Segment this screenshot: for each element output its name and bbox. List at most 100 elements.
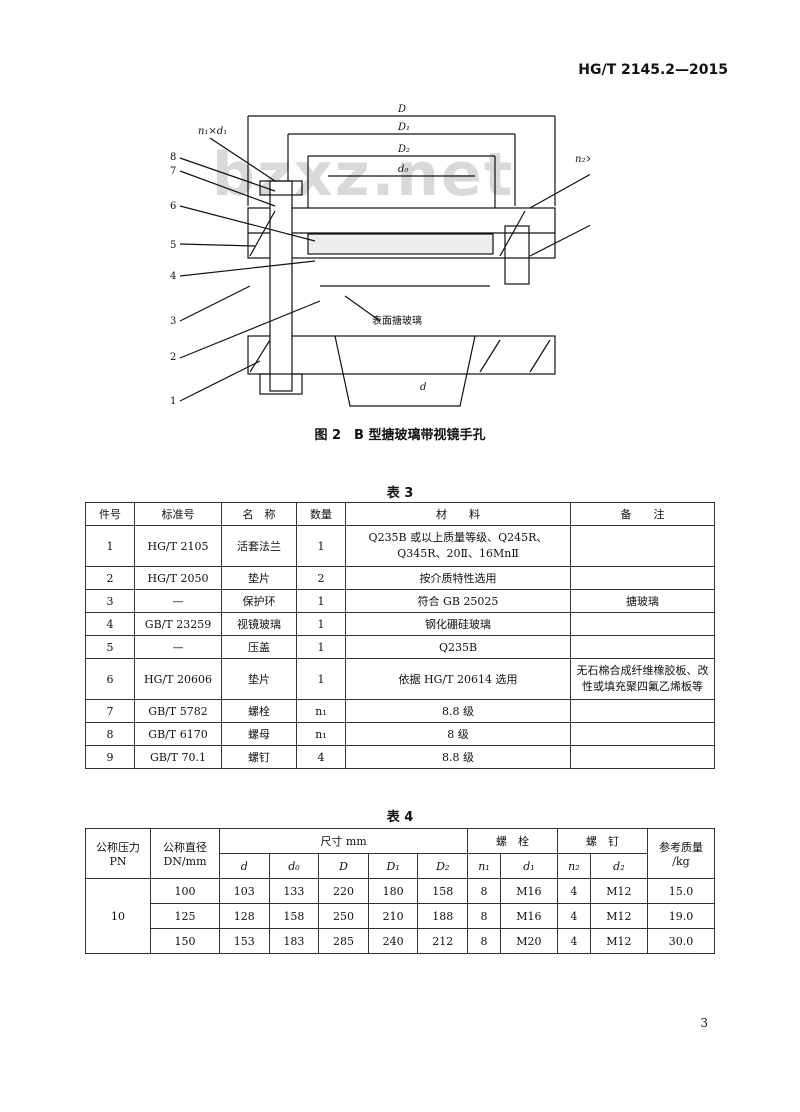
- cell: 4: [296, 745, 346, 769]
- th-material: 材 料: [345, 502, 571, 526]
- cell: 1: [85, 525, 135, 567]
- cell: 4: [557, 878, 591, 904]
- cell: —: [134, 589, 222, 613]
- cell: 4: [557, 928, 591, 954]
- cell: 6: [85, 658, 135, 700]
- cell: 钢化硼硅玻璃: [345, 612, 571, 636]
- part-num-1: 1: [170, 396, 176, 407]
- cell: 250: [318, 903, 369, 929]
- cell: 垫片: [221, 658, 297, 700]
- cell: M16: [499, 878, 559, 904]
- table-row: 2 HG/T 2050 垫片 2 按介质特性选用: [85, 566, 715, 590]
- th-sub: D₁: [367, 853, 419, 879]
- table-row: 4 GB/T 23259 视镜玻璃 1 钢化硼硅玻璃: [85, 612, 715, 636]
- part-num-5: 5: [170, 240, 176, 251]
- cell: 188: [417, 903, 469, 929]
- cell: 19.0: [647, 903, 715, 929]
- part-num-2: 2: [170, 352, 176, 363]
- th-part-no: 件号: [85, 502, 135, 526]
- table3-header-row: 件号 标准号 名 称 数量 材 料 备 注: [85, 502, 715, 526]
- cell: [570, 722, 715, 746]
- table-row: 5 — 压盖 1 Q235B: [85, 635, 715, 659]
- cell: M20: [499, 928, 559, 954]
- cell: 垫片: [221, 566, 297, 590]
- th-standard: 标准号: [134, 502, 222, 526]
- figure-caption: 图 2 B 型搪玻璃带视镜手孔: [314, 428, 486, 443]
- cell: 保护环: [221, 589, 297, 613]
- cell: 2: [85, 566, 135, 590]
- cell: 8: [467, 928, 501, 954]
- cell: 8.8 级: [345, 745, 571, 769]
- cell: 9: [85, 745, 135, 769]
- cell: 8 级: [345, 722, 571, 746]
- cell: 210: [367, 903, 419, 929]
- cell: n₁: [296, 699, 346, 723]
- cell: 100: [150, 878, 220, 904]
- cell: 150: [150, 928, 220, 954]
- standard-code: HG/T 2145.2—2015: [578, 62, 728, 78]
- cell: 螺母: [221, 722, 297, 746]
- cell: 220: [318, 878, 369, 904]
- cell: 8: [467, 878, 501, 904]
- cell: 8: [467, 903, 501, 929]
- th-quantity: 数量: [296, 502, 346, 526]
- dim-d: d: [420, 382, 426, 393]
- cell: 螺钉: [221, 745, 297, 769]
- cell: 视镜玻璃: [221, 612, 297, 636]
- part-num-7: 7: [170, 166, 176, 177]
- dim-D: D: [397, 104, 406, 115]
- cell: 8.8 级: [345, 699, 571, 723]
- cell: 2: [296, 566, 346, 590]
- table-row: 125 128 158 250 210 188 8 M16 4 M12 19.0: [86, 903, 715, 929]
- table-row: 10 100 103 133 220 180 158 8 M16 4 M12 1…: [85, 878, 715, 954]
- th-remark: 备 注: [570, 502, 715, 526]
- cell: GB/T 23259: [134, 612, 222, 636]
- table-row: 9 GB/T 70.1 螺钉 4 8.8 级: [85, 745, 715, 769]
- th-screw: 螺 钉: [557, 828, 648, 854]
- cell-pn: 10: [85, 878, 151, 954]
- cell: 285: [318, 928, 369, 954]
- th-mass: 参考质量 /kg: [647, 828, 715, 879]
- dim-d0: d₀: [398, 164, 408, 175]
- table4-header-row: 公称压力 PN 公称直径 DN/mm 尺寸 mm 螺 栓 螺 钉 参考质量 /k…: [85, 828, 715, 879]
- cell: 1: [296, 658, 346, 700]
- cell: 103: [219, 878, 270, 904]
- cell: 3: [85, 589, 135, 613]
- cell: M12: [589, 928, 649, 954]
- cell: 符合 GB 25025: [345, 589, 571, 613]
- cell: 1: [296, 525, 346, 567]
- label-n2d2: n₂×d₂: [575, 154, 590, 165]
- cell: 依据 HG/T 20614 选用: [345, 658, 571, 700]
- th-size: 尺寸 mm: [218, 828, 469, 854]
- cell: 158: [417, 878, 469, 904]
- cell: [570, 566, 715, 590]
- cell: GB/T 6170: [134, 722, 222, 746]
- th-sub: d₁: [499, 853, 559, 879]
- cell: 133: [268, 878, 320, 904]
- cell: HG/T 20606: [134, 658, 222, 700]
- cell: GB/T 70.1: [134, 745, 222, 769]
- cell: [570, 745, 715, 769]
- table3-title: 表 3: [386, 486, 414, 501]
- cell: 240: [367, 928, 419, 954]
- cell: 128: [219, 903, 270, 929]
- cell: 153: [219, 928, 270, 954]
- table4-subheader-row: d d₀ D D₁ D₂ n₁ d₁ n₂ d₂: [86, 853, 715, 879]
- cell: GB/T 5782: [134, 699, 222, 723]
- cell: 4: [85, 612, 135, 636]
- table-row: 1 HG/T 2105 活套法兰 1 Q235B 或以上质量等级、Q245R、Q…: [85, 525, 715, 567]
- table-row: 8 GB/T 6170 螺母 n₁ 8 级: [85, 722, 715, 746]
- th-sub: n₂: [557, 853, 591, 879]
- th-dn: 公称直径 DN/mm: [150, 828, 220, 879]
- table4-title: 表 4: [386, 810, 414, 825]
- cell: 183: [268, 928, 320, 954]
- cell: 螺栓: [221, 699, 297, 723]
- th-name: 名 称: [221, 502, 297, 526]
- table-row: 7 GB/T 5782 螺栓 n₁ 8.8 级: [85, 699, 715, 723]
- cell: 1: [296, 589, 346, 613]
- table-row: 6 HG/T 20606 垫片 1 依据 HG/T 20614 选用 无石棉合成…: [85, 658, 715, 700]
- cell: —: [134, 635, 222, 659]
- cell: 8: [85, 722, 135, 746]
- cell: M12: [589, 903, 649, 929]
- cell: 212: [417, 928, 469, 954]
